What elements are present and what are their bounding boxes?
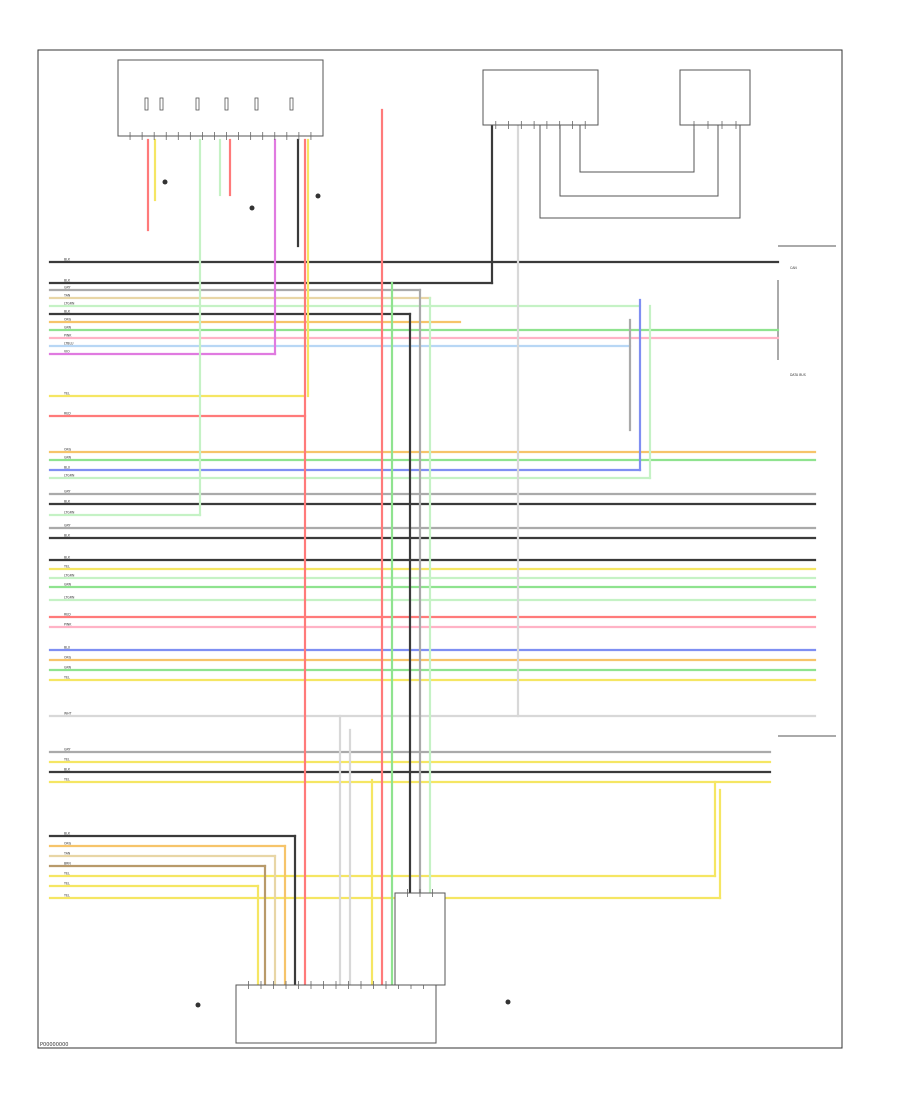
- top-module-3: [679, 69, 751, 126]
- top-module-2: [482, 69, 599, 126]
- wire-color-label: LTGRN: [64, 302, 75, 306]
- wire-color-label: BLK: [64, 534, 71, 538]
- wire-color-label: GRY: [64, 524, 70, 528]
- wire-color-label: PINK: [64, 334, 72, 338]
- diagram-code: P00000000: [40, 1042, 68, 1048]
- wire-color-label: ORG: [64, 842, 72, 846]
- wire-color-label: TAN: [63, 294, 71, 298]
- wire-color-label: BLK: [64, 279, 71, 283]
- wire-color-label: YEL: [64, 392, 70, 396]
- wire-color-label: BLK: [64, 768, 71, 772]
- wire-color-label: BLK: [64, 500, 71, 504]
- wire-color-label: RED: [64, 613, 71, 617]
- bottom-module-2: [394, 892, 446, 986]
- wire-color-label: YEL: [64, 882, 70, 886]
- wire-color-label: BLK: [64, 258, 71, 262]
- wire-bus-layer: BLK BLK GRY TAN LTGRN BLK ORG GRN PINK LTBLU VIO YE…: [48, 258, 817, 784]
- wire-color-label: GRN: [64, 456, 72, 460]
- wire-color-label: LTGRN: [64, 474, 75, 478]
- wire-color-label: YEL: [64, 894, 70, 898]
- wire-color-label: LTGRN: [64, 511, 75, 515]
- wire-color-label: GRN: [64, 326, 72, 330]
- wire-color-label: YEL: [64, 758, 70, 762]
- wire-color-label: GRN: [64, 666, 72, 670]
- wire-color-label: ORG: [64, 318, 72, 322]
- wire-color-label: ORG: [64, 448, 72, 452]
- module-pin-marks: [144, 97, 294, 111]
- ground-symbols: [162, 179, 511, 1008]
- wire-color-label: PINK: [64, 623, 72, 627]
- wire-color-label: TAN: [63, 852, 71, 856]
- wire-color-label: BLK: [64, 556, 71, 560]
- vertical-wire-layer: [146, 108, 722, 987]
- wire-color-label: GRY: [64, 490, 70, 494]
- wire-color-label: LTGRN: [64, 574, 75, 578]
- wire-color-label: BLU: [64, 646, 71, 650]
- wire-color-label: YEL: [64, 872, 70, 876]
- wire-color-label: VIO: [64, 350, 70, 354]
- top-loop-lines: [539, 125, 836, 737]
- component-layer: [117, 59, 751, 1044]
- wire-color-label: BLK: [64, 310, 71, 314]
- can-line-label: CAN: [790, 266, 797, 270]
- wire-color-label: GRY: [64, 748, 70, 752]
- wire-color-label: BLK: [64, 832, 71, 836]
- wire-color-label: BRN: [64, 862, 71, 866]
- data-bus-label: DATA BUS: [790, 373, 806, 377]
- top-module-1: [117, 59, 324, 137]
- wire-color-label: YEL: [64, 778, 70, 782]
- wire-color-label: YEL: [64, 565, 70, 569]
- wire-color-label: BLU: [64, 466, 71, 470]
- wire-color-label: ORG: [64, 656, 72, 660]
- wire-color-label: YEL: [64, 676, 70, 680]
- bottom-wire-layer: BLK ORG TAN BRN YEL YEL YEL: [48, 832, 722, 900]
- diagram-frame: [37, 49, 843, 1049]
- wire-color-label: RED: [64, 412, 71, 416]
- bottom-module: [235, 984, 437, 1044]
- wire-color-label: WHT: [64, 712, 72, 716]
- wire-color-label: LTGRN: [64, 596, 75, 600]
- wire-color-label: GRY: [64, 286, 70, 290]
- wire-color-label: LTBLU: [64, 342, 74, 346]
- wire-color-label: GRN: [64, 583, 72, 587]
